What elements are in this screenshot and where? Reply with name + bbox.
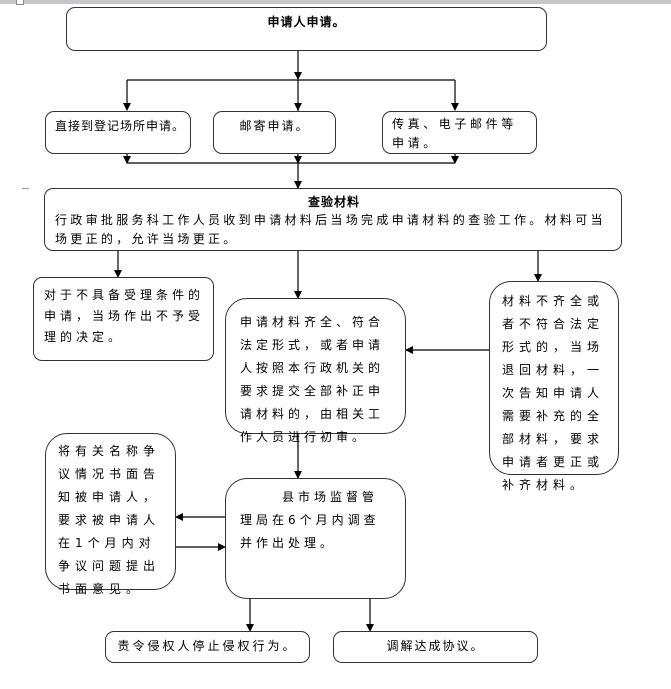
channel-label-fax-email: 传真、电子邮件等申请。: [392, 117, 517, 150]
window-top-strip: [0, 0, 671, 5]
initial-review-box: 申请材料齐全、符合法定形式，或者申请人按照本行政机关的要求提交全部补正申请材料的…: [225, 298, 406, 444]
outcome-mediate-label: 调解达成协议。: [386, 639, 485, 653]
reject-label: 对于不具备受理条件的申请，当场作出不予受理的决定。: [44, 288, 205, 344]
channel-label-mail: 邮寄申请。: [239, 119, 310, 133]
channel-label-direct: 直接到登记场所申请。: [55, 119, 186, 133]
investigate-label: 县市场监督管理局在6个月内调查并作出处理。: [240, 490, 380, 550]
outcome-stop-box: 责令侵权人停止侵权行为。: [105, 631, 310, 663]
channel-box-direct: 直接到登记场所申请。: [45, 111, 191, 154]
channel-box-mail: 邮寄申请。: [213, 111, 336, 154]
reject-box: 对于不具备受理条件的申请，当场作出不予受理的决定。: [33, 277, 214, 361]
check-materials-box: 查验材料 行政审批服务科工作人员收到申请材料后当场完成申请材料的查验工作。材料可…: [44, 188, 622, 251]
start-label: 申请人申请。: [267, 15, 346, 29]
initial-review-label: 申请材料齐全、符合法定形式，或者申请人按照本行政机关的要求提交全部补正申请材料的…: [240, 315, 385, 444]
check-materials-title: 查验材料: [307, 195, 360, 209]
return-materials-box: 材料不齐全或者不符合法定形式的，当场退回材料，一次告知申请人需要补充的全部材料，…: [489, 281, 619, 492]
investigate-box: 县市场监督管理局在6个月内调查并作出处理。: [225, 478, 406, 599]
notify-party-box: 将有关名称争议情况书面告知被申请人，要求被申请人在1个月内对争议问题提出书面意见…: [45, 433, 176, 596]
outcome-mediate-box: 调解达成协议。: [333, 631, 538, 663]
margin-marker: [22, 188, 29, 189]
start-box: 申请人申请。: [66, 7, 547, 51]
channel-box-fax-email: 传真、电子邮件等申请。: [382, 111, 537, 154]
return-materials-label: 材料不齐全或者不符合法定形式的，当场退回材料，一次告知申请人需要补充的全部材料，…: [502, 294, 605, 492]
outcome-stop-label: 责令侵权人停止侵权行为。: [117, 639, 298, 653]
check-materials-body: 行政审批服务科工作人员收到申请材料后当场完成申请材料的查验工作。材料可当场更正的…: [55, 213, 606, 246]
notify-party-label: 将有关名称争议情况书面告知被申请人，要求被申请人在1个月内对争议问题提出书面意见…: [58, 444, 161, 596]
resize-handle[interactable]: [16, 0, 24, 5]
